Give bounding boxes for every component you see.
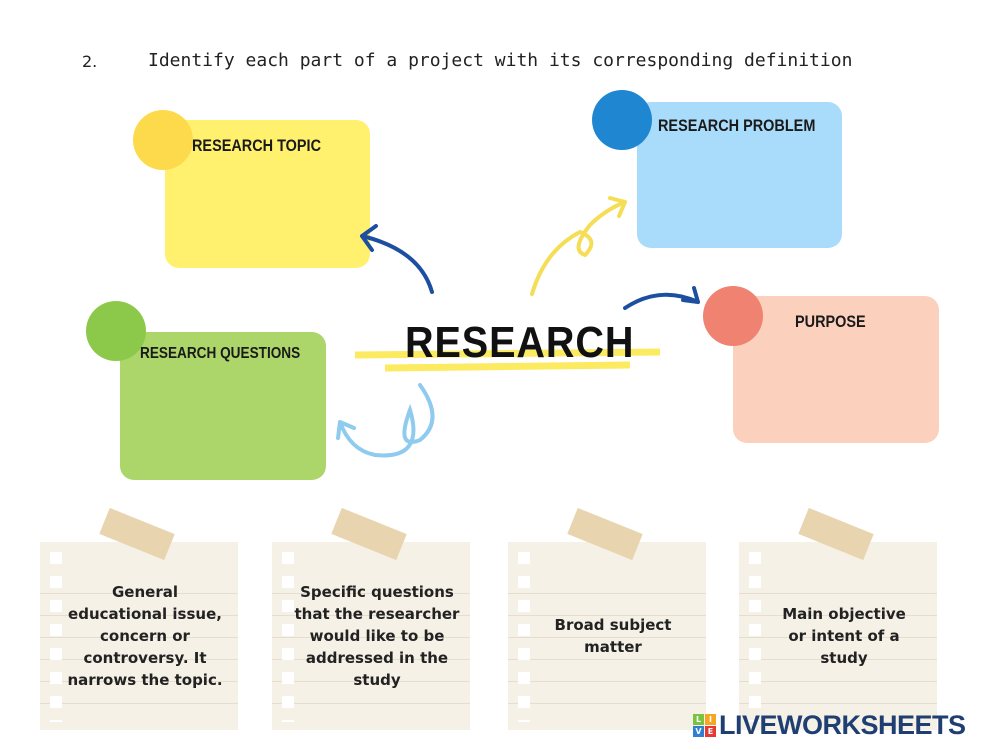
definition-text: Broad subject matter bbox=[554, 616, 672, 656]
definition-card-3[interactable]: Broad subject matter bbox=[508, 507, 706, 730]
label-research-questions: RESEARCH QUESTIONS bbox=[140, 345, 301, 362]
circle-research-problem bbox=[592, 90, 652, 150]
label-purpose: PURPOSE bbox=[795, 312, 866, 331]
label-research-topic: RESEARCH TOPIC bbox=[192, 136, 322, 155]
definition-text: Specific questions that the researcher w… bbox=[294, 583, 460, 689]
definition-text: Main objective or intent of a study bbox=[782, 605, 906, 667]
box-research-problem[interactable] bbox=[637, 102, 842, 248]
circle-research-questions bbox=[86, 301, 146, 361]
question-instruction: Identify each part of a project with its… bbox=[148, 50, 853, 71]
center-title: RESEARCH bbox=[405, 318, 635, 367]
arrows bbox=[336, 196, 700, 458]
question-number: 2. bbox=[82, 52, 98, 71]
highlight-underline bbox=[354, 348, 661, 372]
arrow-problem bbox=[530, 196, 627, 296]
circle-purpose bbox=[703, 286, 763, 346]
box-purpose[interactable] bbox=[733, 296, 939, 443]
definition-text: General educational issue, concern or co… bbox=[67, 583, 223, 689]
arrow-purpose bbox=[623, 286, 700, 310]
definition-card-1[interactable]: General educational issue, concern or co… bbox=[40, 507, 238, 730]
arrow-questions bbox=[336, 383, 435, 458]
definition-card-4[interactable]: Main objective or intent of a study bbox=[739, 507, 937, 730]
box-research-questions[interactable] bbox=[120, 332, 326, 480]
arrow-topic bbox=[360, 224, 434, 294]
box-research-topic[interactable] bbox=[165, 120, 370, 268]
label-research-problem: RESEARCH PROBLEM bbox=[658, 116, 816, 135]
circle-research-topic bbox=[133, 110, 193, 170]
definition-card-2[interactable]: Specific questions that the researcher w… bbox=[272, 507, 470, 730]
